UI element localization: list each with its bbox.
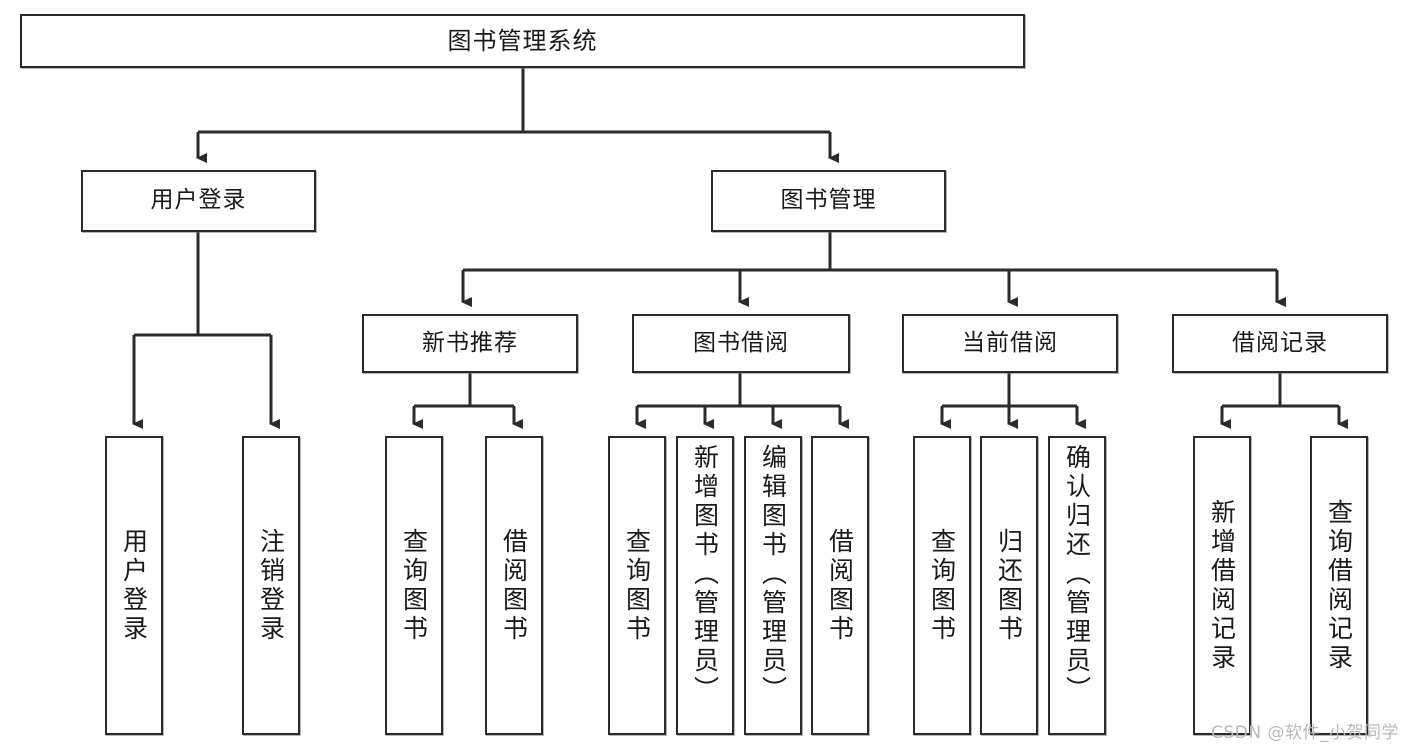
node-label: 用户登录 [119,527,149,644]
node-label: 查询借阅记录 [1324,498,1354,673]
node-label: 确认归还（管理员） [1062,444,1092,705]
node-label: 用户登录 [150,187,247,214]
node-root-library-management-system[interactable]: 图书管理系统 [20,14,1025,68]
node-label: 图书管理 [780,187,877,214]
node-leaf-add-book-admin[interactable]: 新增图书（管理员） [676,436,734,735]
watermark-text: CSDN @软件_小贺同学 [1211,723,1399,743]
node-leaf-return-book[interactable]: 归还图书 [980,436,1038,735]
node-label: 编辑图书（管理员） [758,444,788,705]
node-user-login[interactable]: 用户登录 [81,170,316,232]
node-label: 新增图书（管理员） [690,444,720,705]
node-new-book-recommend[interactable]: 新书推荐 [362,314,578,373]
node-label: 查询图书 [399,527,429,644]
node-label: 借阅记录 [1232,329,1328,356]
node-book-management[interactable]: 图书管理 [711,170,946,232]
node-leaf-borrow-book-recommend[interactable]: 借阅图书 [485,436,543,735]
node-book-borrow[interactable]: 图书借阅 [632,314,850,373]
node-leaf-borrow-book[interactable]: 借阅图书 [811,436,869,735]
node-label: 归还图书 [994,527,1024,644]
node-label: 借阅图书 [499,527,529,644]
node-leaf-confirm-return-admin[interactable]: 确认归还（管理员） [1048,436,1106,735]
node-leaf-edit-book-admin[interactable]: 编辑图书（管理员） [744,436,802,735]
node-label: 新书推荐 [422,329,518,356]
node-borrow-record[interactable]: 借阅记录 [1172,314,1388,373]
node-leaf-user-login[interactable]: 用户登录 [105,436,163,735]
node-leaf-logout[interactable]: 注销登录 [242,436,300,735]
node-current-borrow[interactable]: 当前借阅 [902,314,1118,373]
node-label: 查询图书 [927,527,957,644]
node-label: 查询图书 [622,527,652,644]
node-label: 图书管理系统 [447,26,598,55]
node-leaf-query-book-borrow[interactable]: 查询图书 [608,436,666,735]
node-label: 当前借阅 [962,329,1058,356]
node-leaf-query-borrow-record[interactable]: 查询借阅记录 [1310,436,1368,735]
node-leaf-query-book-recommend[interactable]: 查询图书 [385,436,443,735]
node-leaf-query-book-current[interactable]: 查询图书 [913,436,971,735]
node-label: 注销登录 [256,527,286,644]
node-label: 图书借阅 [693,329,789,356]
node-leaf-add-borrow-record[interactable]: 新增借阅记录 [1193,436,1251,735]
node-label: 新增借阅记录 [1207,498,1237,673]
node-label: 借阅图书 [825,527,855,644]
